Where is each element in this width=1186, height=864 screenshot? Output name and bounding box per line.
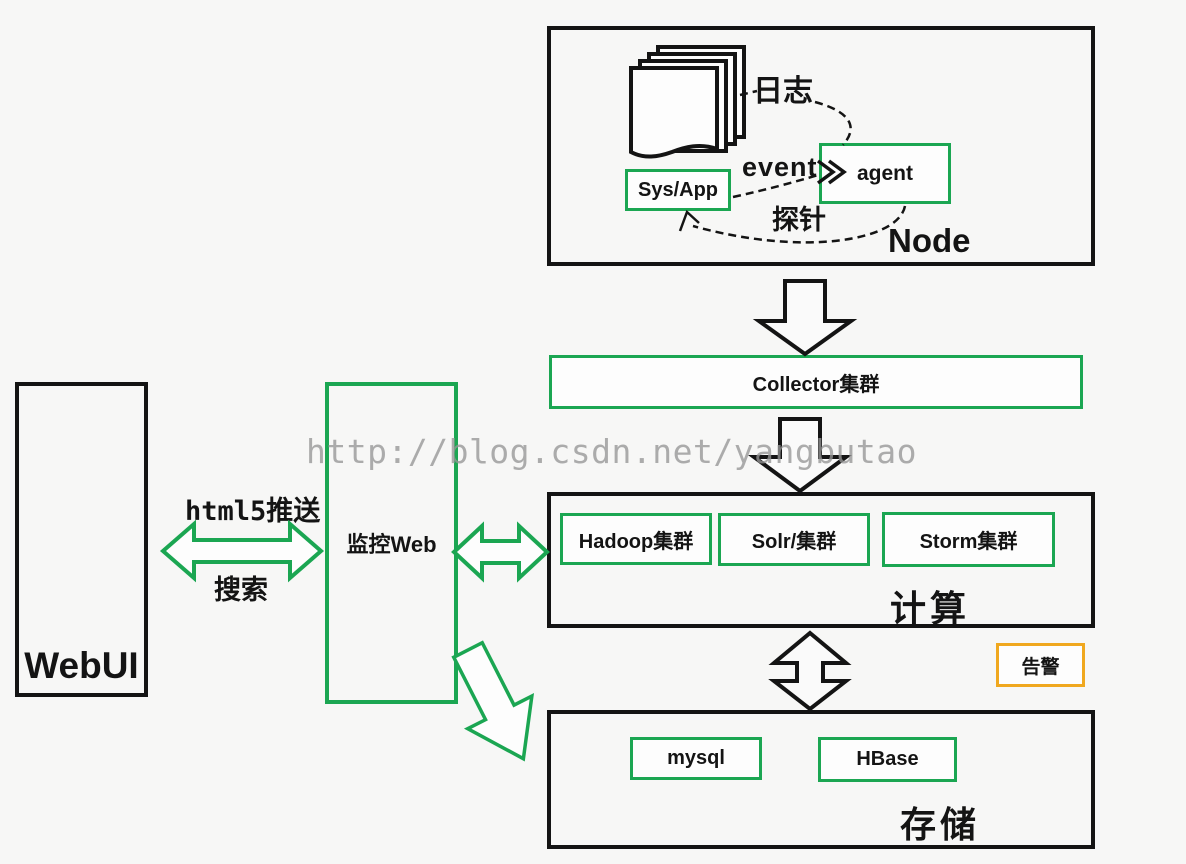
agent-label: agent [856, 161, 913, 185]
hadoop-cluster-box: Hadoop集群 [560, 513, 712, 565]
logs-label: 日志 [753, 75, 813, 108]
storm-cluster-box: Storm集群 [882, 512, 1055, 567]
event-label: event [742, 152, 818, 182]
solr-cluster-label: Solr/集群 [751, 531, 837, 553]
compute-storage-double-arrow-icon [768, 630, 852, 712]
search-label: 搜索 [214, 575, 268, 605]
node-title: Node [888, 222, 971, 259]
storage-title: 存储 [900, 804, 981, 845]
sys-app-box: Sys/App [625, 169, 731, 211]
storm-cluster-label: Storm集群 [919, 531, 1018, 553]
alert-label: 告警 [1021, 656, 1060, 678]
hbase-box: HBase [818, 737, 957, 782]
node-container-box [547, 26, 1095, 266]
monitor-web-box: 监控Web [325, 382, 458, 704]
collector-box: Collector集群 [549, 355, 1083, 409]
sys-app-label: Sys/App [637, 178, 719, 201]
solr-cluster-box: Solr/集群 [718, 513, 870, 566]
mysql-box: mysql [630, 737, 762, 780]
storage-container-box [547, 710, 1095, 849]
hadoop-cluster-label: Hadoop集群 [578, 530, 694, 553]
webui-label: WebUI [24, 645, 139, 686]
monitor-compute-double-arrow-icon [451, 521, 550, 583]
monitor-web-label: 监控Web [346, 532, 437, 557]
html5-push-label: html5推送 [185, 496, 321, 527]
watermark-text: http://blog.csdn.net/yangbutao [306, 432, 918, 471]
probe-label: 探针 [772, 205, 826, 235]
webui-box: WebUI [15, 382, 148, 697]
alert-box: 告警 [996, 643, 1085, 687]
node-to-collector-arrow-icon [752, 279, 858, 357]
mysql-label: mysql [667, 747, 725, 769]
collector-label: Collector集群 [752, 373, 880, 396]
hbase-label: HBase [856, 748, 919, 770]
compute-title: 计算 [890, 588, 971, 629]
agent-box: agent [819, 143, 951, 204]
